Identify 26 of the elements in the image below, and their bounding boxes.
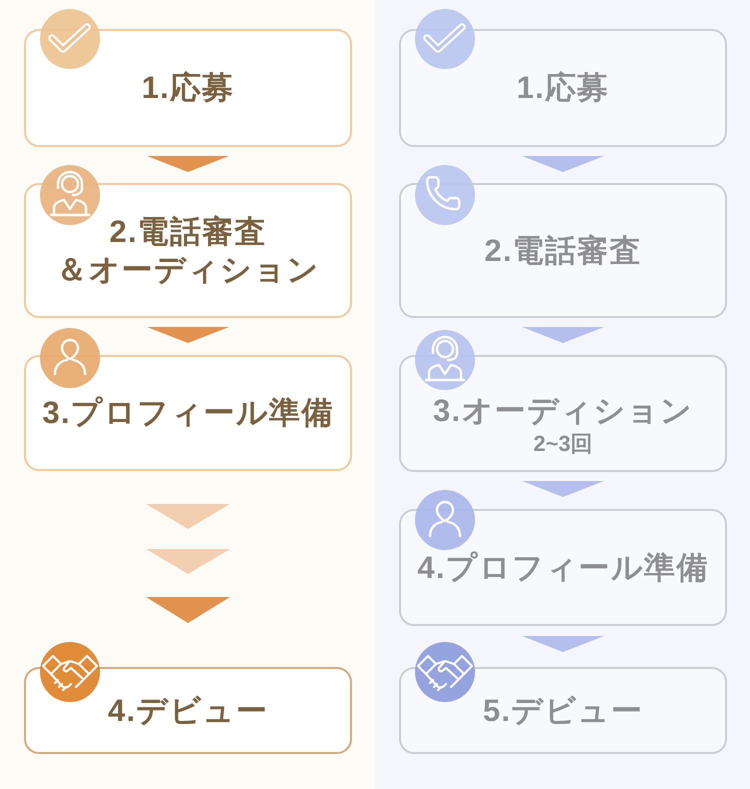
- step-title: 5.デビュー: [482, 692, 644, 730]
- step-box: [399, 509, 727, 626]
- step-box: [399, 667, 727, 754]
- step-box: [399, 29, 727, 147]
- step-title: 1.応募: [142, 69, 234, 107]
- step-title: 2.電話審査: [484, 232, 642, 270]
- step-title: 3.プロフィール準備: [42, 394, 334, 432]
- step-box: [24, 183, 352, 318]
- down-arrow: [147, 327, 229, 343]
- down-arrow: [522, 481, 604, 497]
- step-title: 1.応募: [516, 69, 610, 107]
- step-title: 4.プロフィール準備: [417, 548, 709, 586]
- step-box: [399, 183, 727, 318]
- step-title: 4.デビュー: [108, 692, 268, 730]
- step-note: 2~3回: [533, 430, 593, 458]
- step-title: 3.オーディション: [432, 392, 693, 430]
- chevron-stack: [146, 504, 230, 623]
- step-box: [24, 29, 352, 147]
- down-arrow: [522, 636, 604, 652]
- step-title: ＆オーディション: [56, 250, 320, 288]
- step-box: [24, 667, 352, 754]
- step-box: [399, 355, 727, 472]
- step-box: [24, 355, 352, 471]
- step-title: 2.電話審査: [109, 212, 267, 250]
- down-arrow: [522, 327, 604, 343]
- down-arrow: [522, 156, 604, 172]
